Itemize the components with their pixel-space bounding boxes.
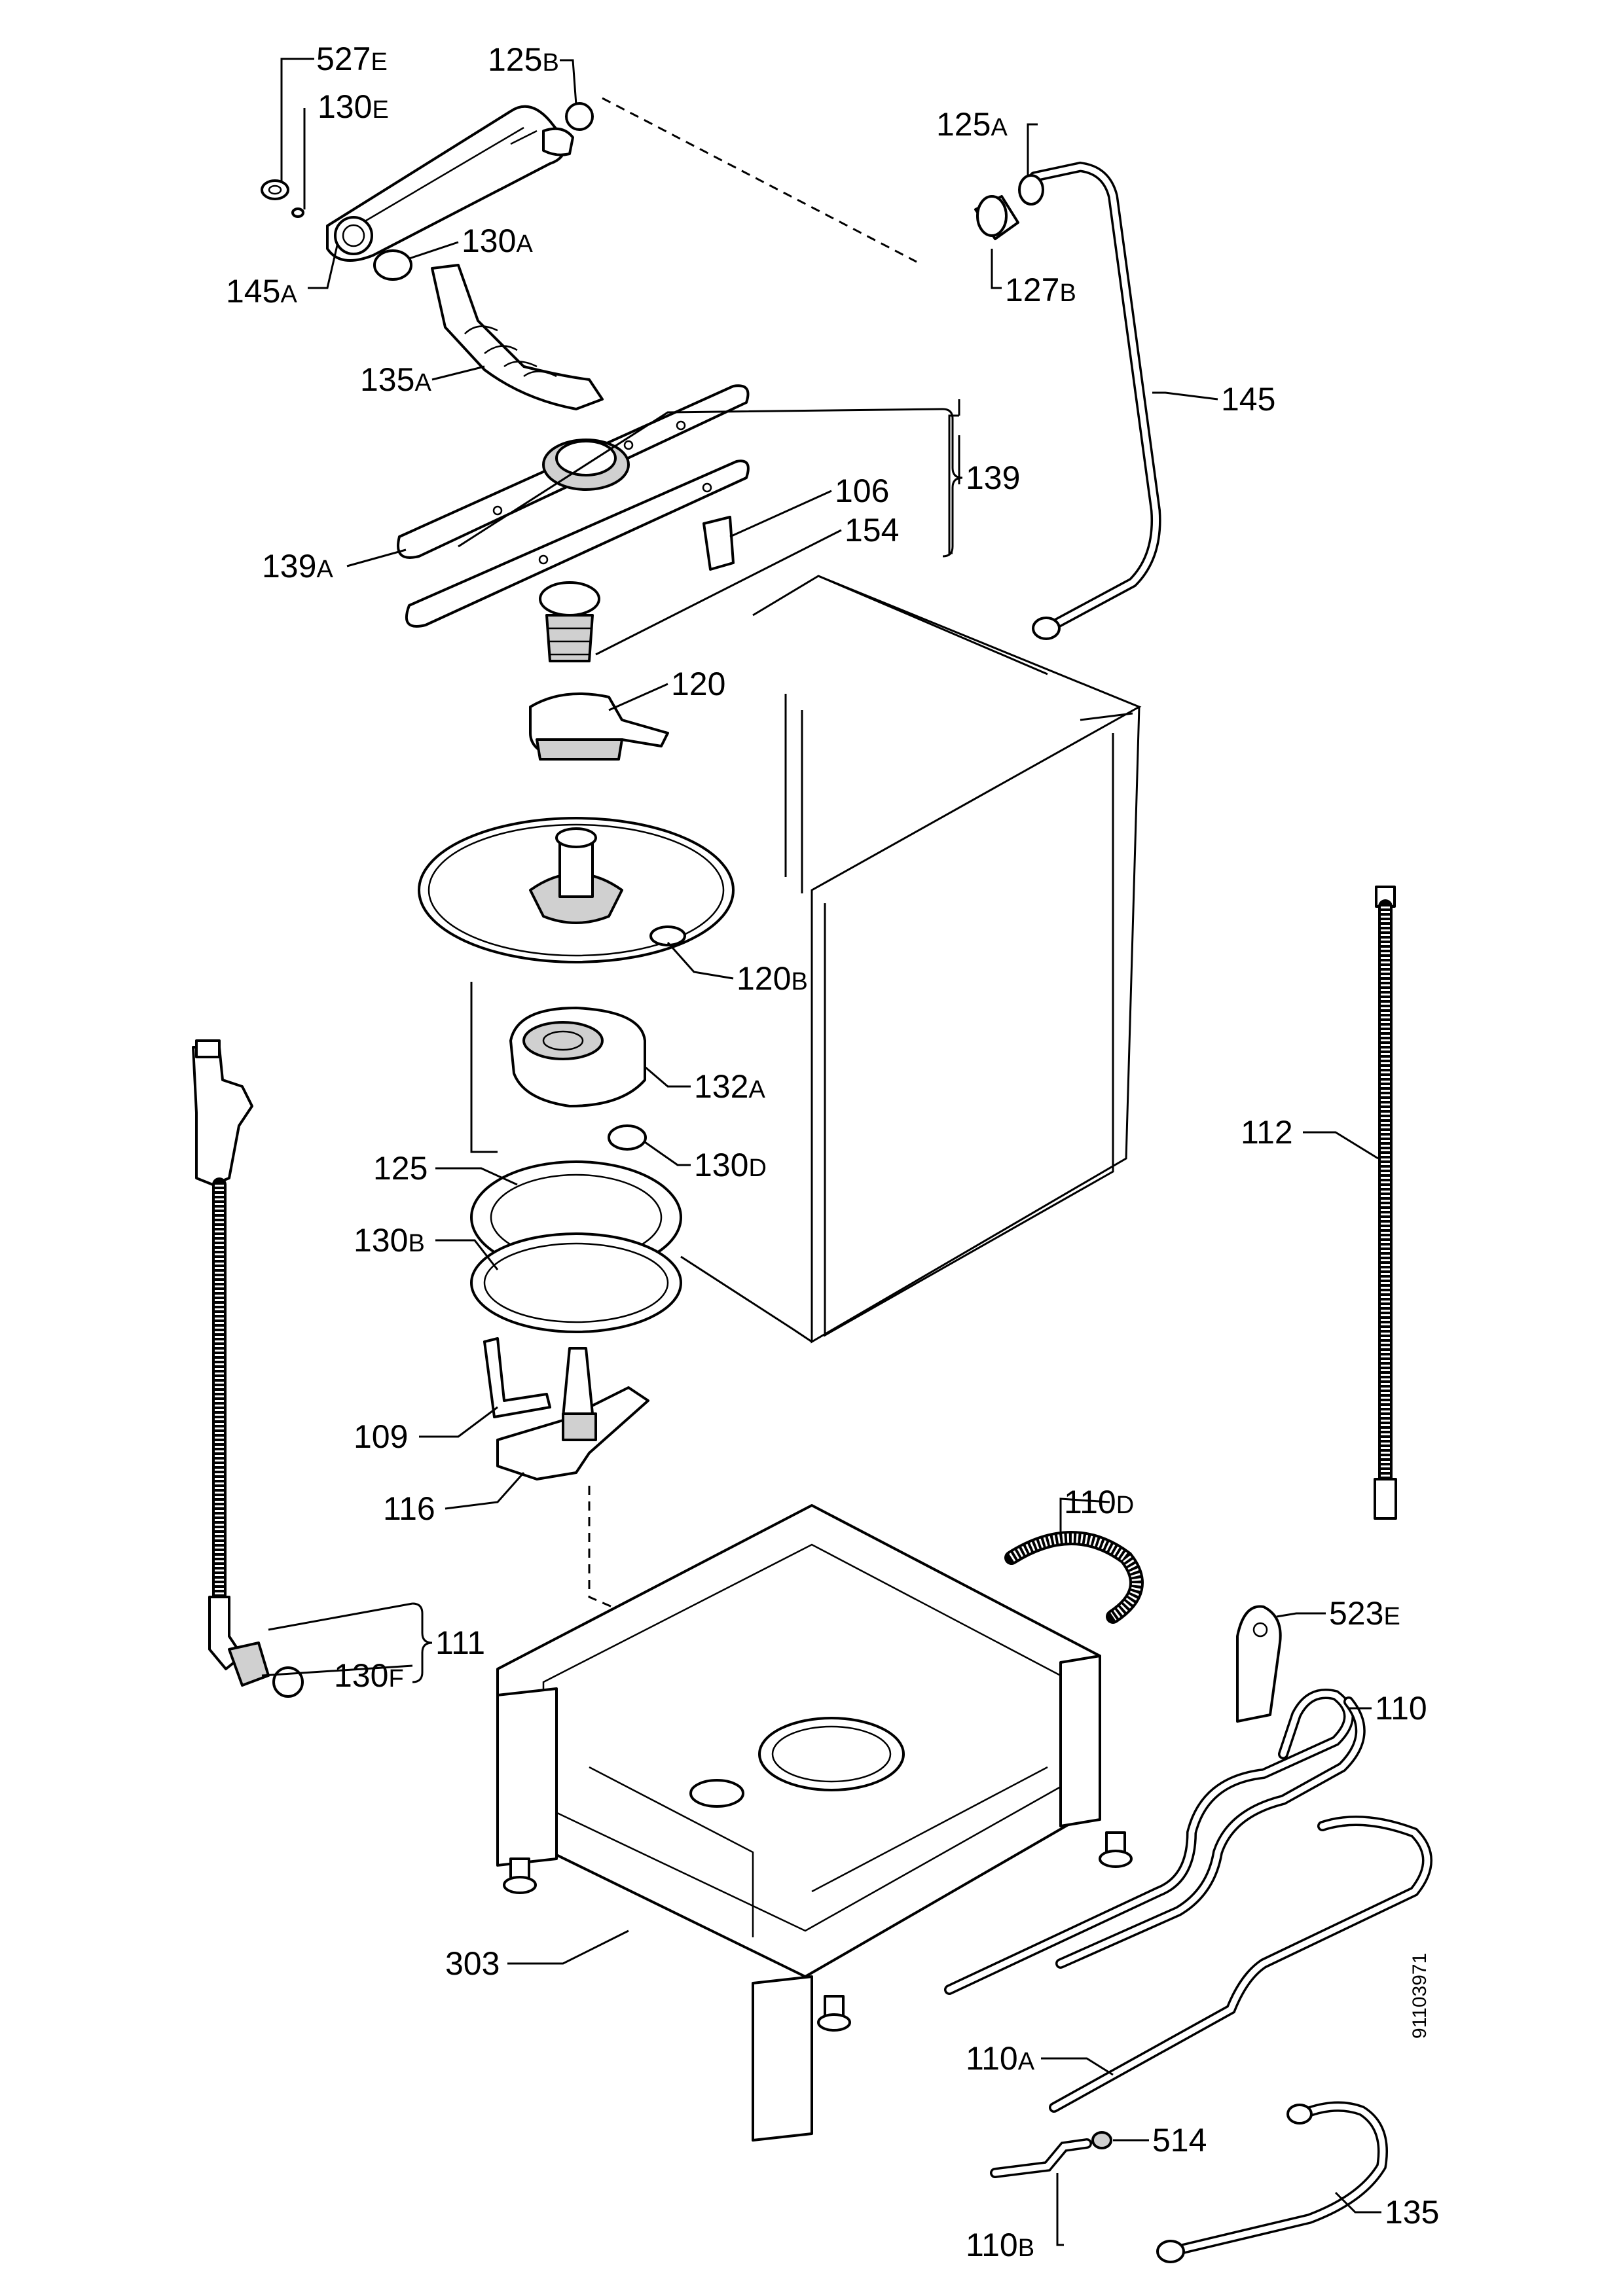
label-145A: 145A bbox=[226, 273, 297, 310]
base-frame-303 bbox=[496, 1504, 1133, 2142]
clamp-514 bbox=[1091, 2131, 1112, 2149]
label-111: 111 bbox=[435, 1624, 485, 1661]
seal-130B bbox=[470, 1232, 682, 1333]
label-130B: 130B bbox=[354, 1222, 425, 1259]
label-110B: 110B bbox=[966, 2227, 1034, 2263]
filter-plate-120B bbox=[418, 817, 735, 963]
part-labels: 527E 130E 125B 130A 145A 135A 125A 127B … bbox=[226, 41, 1439, 2263]
brace-111 bbox=[412, 1602, 433, 1683]
drawing-number: 91103971 bbox=[1409, 1953, 1431, 2039]
label-106: 106 bbox=[835, 473, 889, 509]
label-527E: 527E bbox=[316, 41, 388, 77]
bracket-523E bbox=[1236, 1605, 1282, 1723]
inlet-hose-111 bbox=[192, 1039, 270, 1687]
label-139: 139 bbox=[966, 459, 1020, 496]
label-523E: 523E bbox=[1329, 1595, 1400, 1632]
upper-spray-arm-feeder bbox=[326, 105, 574, 262]
label-127B: 127B bbox=[1005, 272, 1076, 308]
hose-110B bbox=[990, 2138, 1092, 2178]
hose-110 bbox=[944, 1689, 1366, 1995]
washer-130F bbox=[272, 1666, 304, 1698]
feed-tube-135A bbox=[431, 264, 604, 410]
label-116: 116 bbox=[383, 1490, 435, 1527]
housing-132A bbox=[509, 1007, 646, 1107]
nut-120 bbox=[529, 692, 669, 761]
label-125: 125 bbox=[373, 1150, 428, 1187]
label-125B: 125B bbox=[488, 41, 559, 78]
o-ring-130A bbox=[373, 249, 412, 281]
label-110: 110 bbox=[1375, 1690, 1427, 1727]
hose-110A bbox=[1049, 1816, 1432, 2113]
label-130D: 130D bbox=[694, 1147, 767, 1183]
clip-106 bbox=[702, 516, 735, 571]
label-514: 514 bbox=[1152, 2122, 1207, 2159]
corrugated-hose-112 bbox=[1374, 886, 1397, 1520]
fitting-125B bbox=[565, 102, 594, 131]
fitting-127B bbox=[974, 195, 1019, 240]
label-132A: 132A bbox=[694, 1068, 765, 1105]
o-ring-130D bbox=[608, 1124, 647, 1151]
label-110D: 110D bbox=[1064, 1484, 1134, 1520]
label-130E: 130E bbox=[318, 88, 389, 125]
label-109: 109 bbox=[354, 1418, 408, 1455]
bracket-109 bbox=[483, 1337, 551, 1418]
pipe-145 bbox=[1029, 161, 1161, 640]
label-125A: 125A bbox=[936, 106, 1008, 143]
label-130A: 130A bbox=[462, 223, 533, 259]
hose-110D bbox=[1004, 1531, 1144, 1624]
pump-support-116 bbox=[496, 1347, 649, 1480]
o-ring-125A bbox=[1018, 174, 1044, 206]
label-145: 145 bbox=[1221, 381, 1275, 418]
label-135: 135 bbox=[1385, 2194, 1439, 2231]
o-ring-130E bbox=[291, 207, 304, 218]
bearing-154 bbox=[539, 581, 600, 662]
brace-139 bbox=[942, 408, 963, 558]
label-120B: 120B bbox=[737, 960, 808, 997]
label-139A: 139A bbox=[262, 548, 333, 584]
spray-arm-139 bbox=[397, 384, 750, 628]
label-303: 303 bbox=[445, 1945, 500, 1982]
label-135A: 135A bbox=[360, 361, 431, 398]
label-120: 120 bbox=[671, 666, 725, 702]
label-110A: 110A bbox=[966, 2040, 1035, 2077]
label-130F: 130F bbox=[334, 1657, 404, 1694]
leader-lines bbox=[261, 58, 1381, 2246]
nut-527E bbox=[261, 179, 289, 200]
label-112: 112 bbox=[1241, 1114, 1293, 1151]
label-154: 154 bbox=[845, 512, 899, 548]
